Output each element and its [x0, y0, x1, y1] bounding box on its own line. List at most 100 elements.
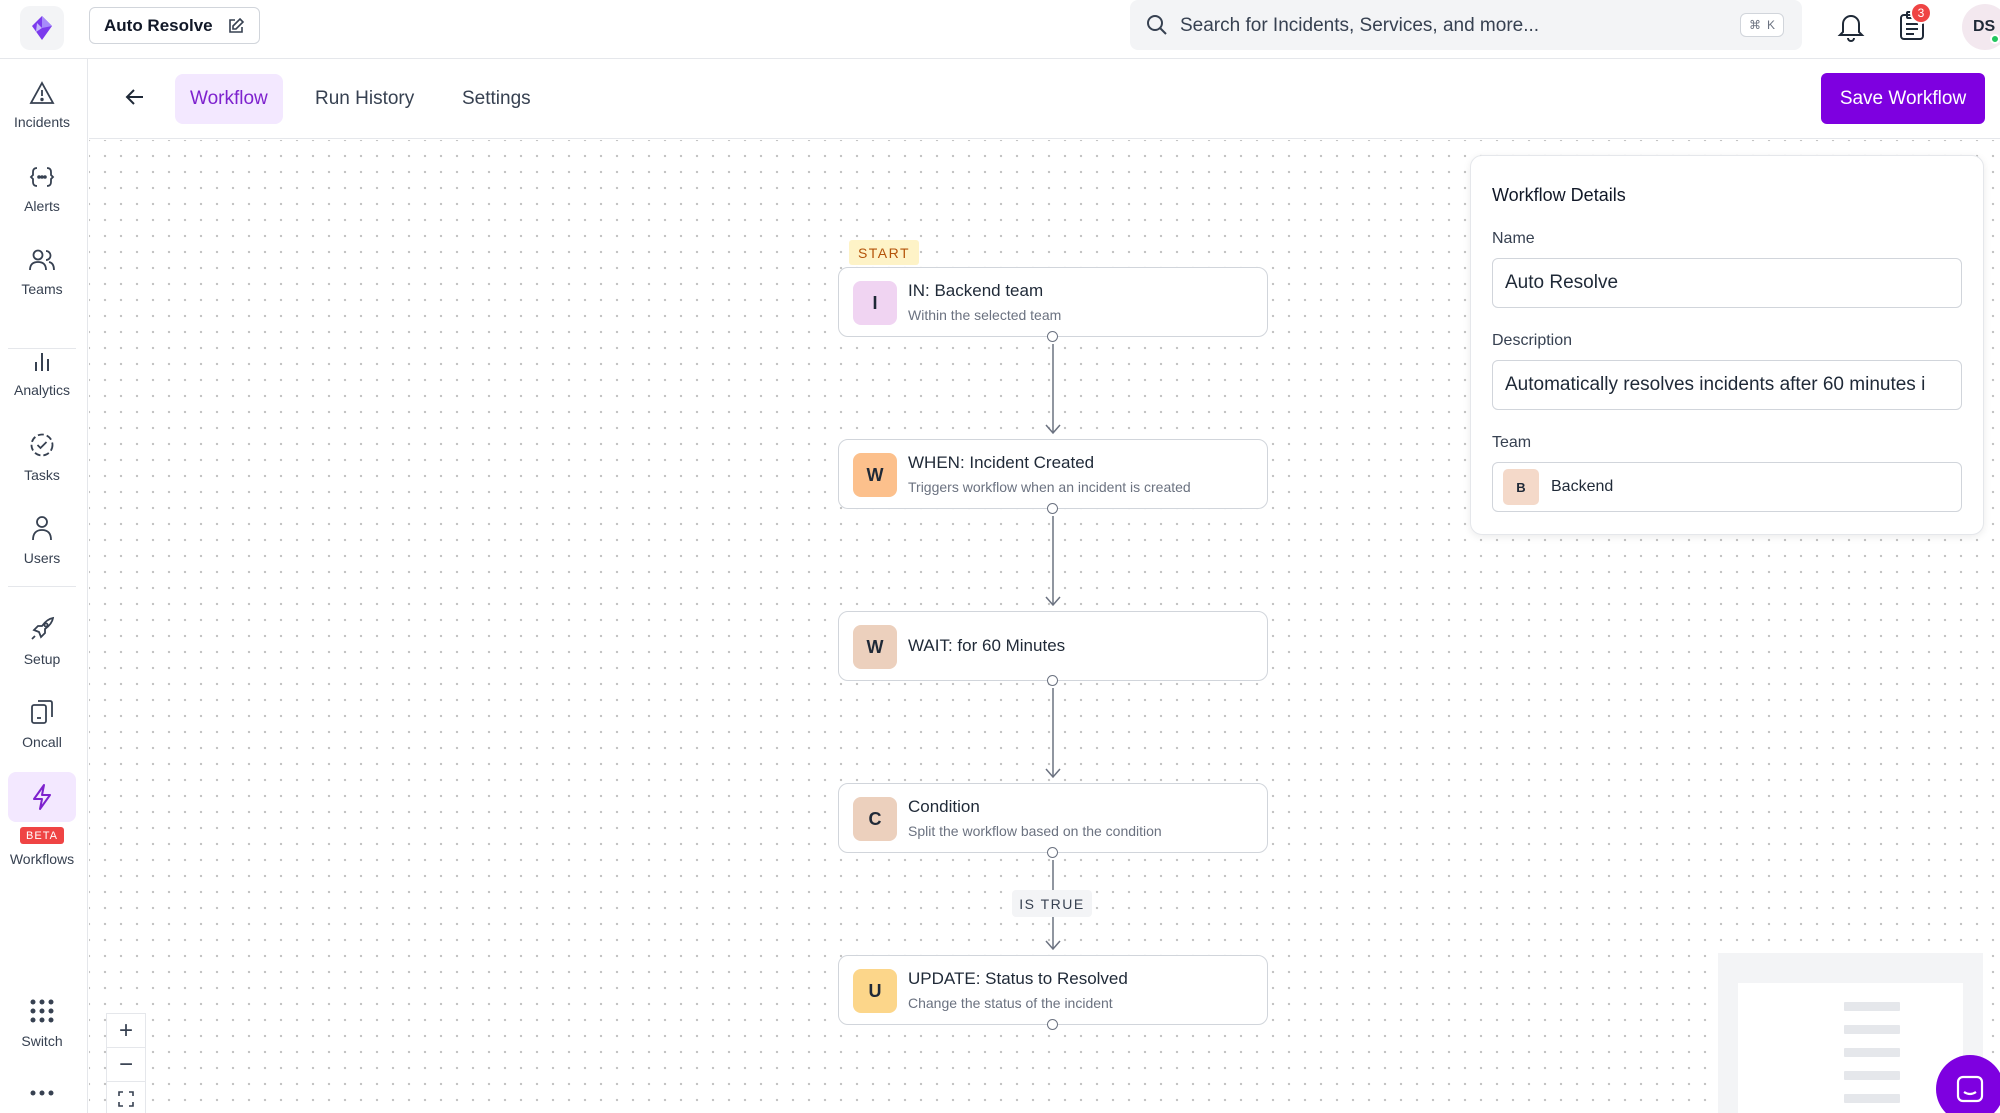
- search-icon: [1147, 15, 1167, 35]
- logo-icon: [32, 16, 52, 40]
- workflow-name: Auto Resolve: [104, 15, 213, 35]
- panel-heading: Workflow Details: [1492, 185, 1626, 205]
- sidebar-item-label: Users: [23, 550, 61, 566]
- description-input[interactable]: Automatically resolves incidents after 6…: [1492, 360, 1962, 410]
- node-title: UPDATE: Status to Resolved: [908, 969, 1128, 988]
- global-search[interactable]: Search for Incidents, Services, and more…: [1130, 0, 1802, 50]
- shortcut-mod: ⌘: [1748, 18, 1761, 32]
- app-logo[interactable]: [20, 6, 64, 50]
- minimap-node: [1844, 1094, 1900, 1103]
- sidebar-item-label: Analytics: [13, 382, 71, 398]
- sidebar-item-oncall[interactable]: Oncall: [0, 699, 84, 750]
- node-subtitle: Change the status of the incident: [908, 995, 1113, 1011]
- minimap-viewport: [1738, 983, 1963, 1113]
- node-icon: C: [853, 797, 897, 841]
- back-arrow-icon[interactable]: [125, 88, 145, 106]
- flow-node-wait[interactable]: W WAIT: for 60 Minutes: [838, 611, 1268, 681]
- canvas-minimap[interactable]: [1718, 953, 1983, 1113]
- shortcut-key: K: [1766, 18, 1775, 32]
- flow-node-trigger-team[interactable]: I IN: Backend team Within the selected t…: [838, 267, 1268, 337]
- node-title: Condition: [908, 797, 980, 816]
- edge-arrow: [1045, 940, 1061, 951]
- name-input[interactable]: Auto Resolve: [1492, 258, 1962, 308]
- sidebar-item-label: Oncall: [22, 734, 62, 750]
- flow-node-update[interactable]: U UPDATE: Status to Resolved Change the …: [838, 955, 1268, 1025]
- bell-icon[interactable]: [1836, 10, 1866, 42]
- grid-dots-icon: [30, 999, 54, 1023]
- node-subtitle: Split the workflow based on the conditio…: [908, 823, 1162, 839]
- dashed-check-circle-icon: [30, 433, 54, 457]
- beta-badge: BETA: [20, 827, 64, 844]
- description-label: Description: [1492, 332, 1573, 349]
- sidebar-item-label: Setup: [23, 651, 61, 667]
- node-icon: U: [853, 969, 897, 1013]
- edge-arrow: [1045, 596, 1061, 607]
- workflow-name-chip[interactable]: Auto Resolve: [89, 7, 260, 44]
- node-subtitle: Within the selected team: [908, 307, 1062, 323]
- condition-branch-label: IS TRUE: [1012, 890, 1092, 917]
- zoom-controls: + −: [106, 1013, 146, 1113]
- node-output-handle[interactable]: [1047, 1019, 1058, 1030]
- team-avatar: B: [1503, 469, 1539, 505]
- sidebar-item-setup[interactable]: Setup: [0, 616, 84, 667]
- search-shortcut: ⌘ K: [1739, 13, 1784, 37]
- flow-node-when[interactable]: W WHEN: Incident Created Triggers workfl…: [838, 439, 1268, 509]
- chat-icon: [1956, 1075, 1984, 1103]
- bar-chart-icon: [35, 353, 49, 371]
- workflow-subheader: Workflow Run History Settings Save Workf…: [89, 60, 2000, 139]
- node-title: WHEN: Incident Created: [908, 453, 1095, 472]
- braces-icon: [29, 167, 55, 187]
- sidebar-item-label: Incidents: [13, 114, 71, 130]
- node-icon: W: [853, 625, 897, 669]
- tab-workflow[interactable]: Workflow: [175, 74, 283, 124]
- node-output-handle[interactable]: [1047, 675, 1058, 686]
- node-output-handle[interactable]: [1047, 331, 1058, 342]
- minimap-node: [1844, 1025, 1900, 1034]
- sidebar-item-tasks[interactable]: Tasks: [0, 432, 84, 483]
- node-output-handle[interactable]: [1047, 847, 1058, 858]
- tab-run-history[interactable]: Run History: [315, 88, 415, 109]
- tab-settings[interactable]: Settings: [462, 88, 531, 109]
- node-title: WAIT: for 60 Minutes: [908, 636, 1066, 655]
- edit-icon[interactable]: [227, 17, 245, 35]
- zoom-in-button[interactable]: +: [107, 1014, 145, 1048]
- search-placeholder: Search for Incidents, Services, and more…: [1180, 15, 1540, 36]
- flow-node-condition[interactable]: C Condition Split the workflow based on …: [838, 783, 1268, 853]
- users-group-icon: [29, 249, 55, 271]
- save-workflow-button[interactable]: Save Workflow: [1821, 73, 1985, 124]
- start-label: START: [849, 240, 919, 265]
- warning-triangle-icon: [29, 81, 55, 104]
- node-output-handle[interactable]: [1047, 503, 1058, 514]
- minimap-node: [1844, 1048, 1900, 1057]
- sidebar-item-incidents[interactable]: Incidents: [0, 81, 84, 130]
- online-status-dot: [1990, 34, 2000, 44]
- sidebar-item-analytics[interactable]: Analytics: [0, 349, 84, 398]
- fit-view-icon: [118, 1091, 134, 1107]
- sidebar-item-workflows[interactable]: [8, 772, 76, 822]
- node-title: IN: Backend team: [908, 281, 1044, 300]
- more-options-icon[interactable]: [30, 1090, 54, 1096]
- sidebar-divider: [8, 586, 76, 587]
- zoom-out-button[interactable]: −: [107, 1048, 145, 1082]
- sidebar-item-label: Tasks: [24, 467, 60, 483]
- edge-arrow: [1045, 424, 1061, 435]
- sidebar-item-switch[interactable]: Switch: [0, 998, 84, 1049]
- name-label: Name: [1492, 230, 1535, 247]
- team-select[interactable]: B Backend: [1492, 462, 1962, 512]
- sidebar-item-alerts[interactable]: Alerts: [0, 165, 84, 214]
- node-icon: W: [853, 453, 897, 497]
- sidebar-divider: [8, 348, 76, 349]
- workflow-details-panel: Workflow Details Name Auto Resolve Descr…: [1470, 155, 1984, 535]
- top-bar: Auto Resolve Search for Incidents, Servi…: [0, 0, 2000, 59]
- user-icon: [32, 516, 52, 541]
- sidebar-item-users[interactable]: Users: [0, 515, 84, 566]
- rocket-icon: [31, 616, 55, 640]
- sidebar-item-label: Teams: [21, 281, 63, 297]
- chat-launcher-button[interactable]: [1936, 1055, 2000, 1113]
- lightning-bolt-icon: [33, 784, 51, 810]
- sidebar: Incidents Alerts Teams Analytics Tasks U…: [0, 59, 88, 1113]
- node-subtitle: Triggers workflow when an incident is cr…: [908, 479, 1191, 495]
- sidebar-item-teams[interactable]: Teams: [0, 248, 84, 297]
- minimap-node: [1844, 1002, 1900, 1011]
- fit-view-button[interactable]: [107, 1082, 145, 1113]
